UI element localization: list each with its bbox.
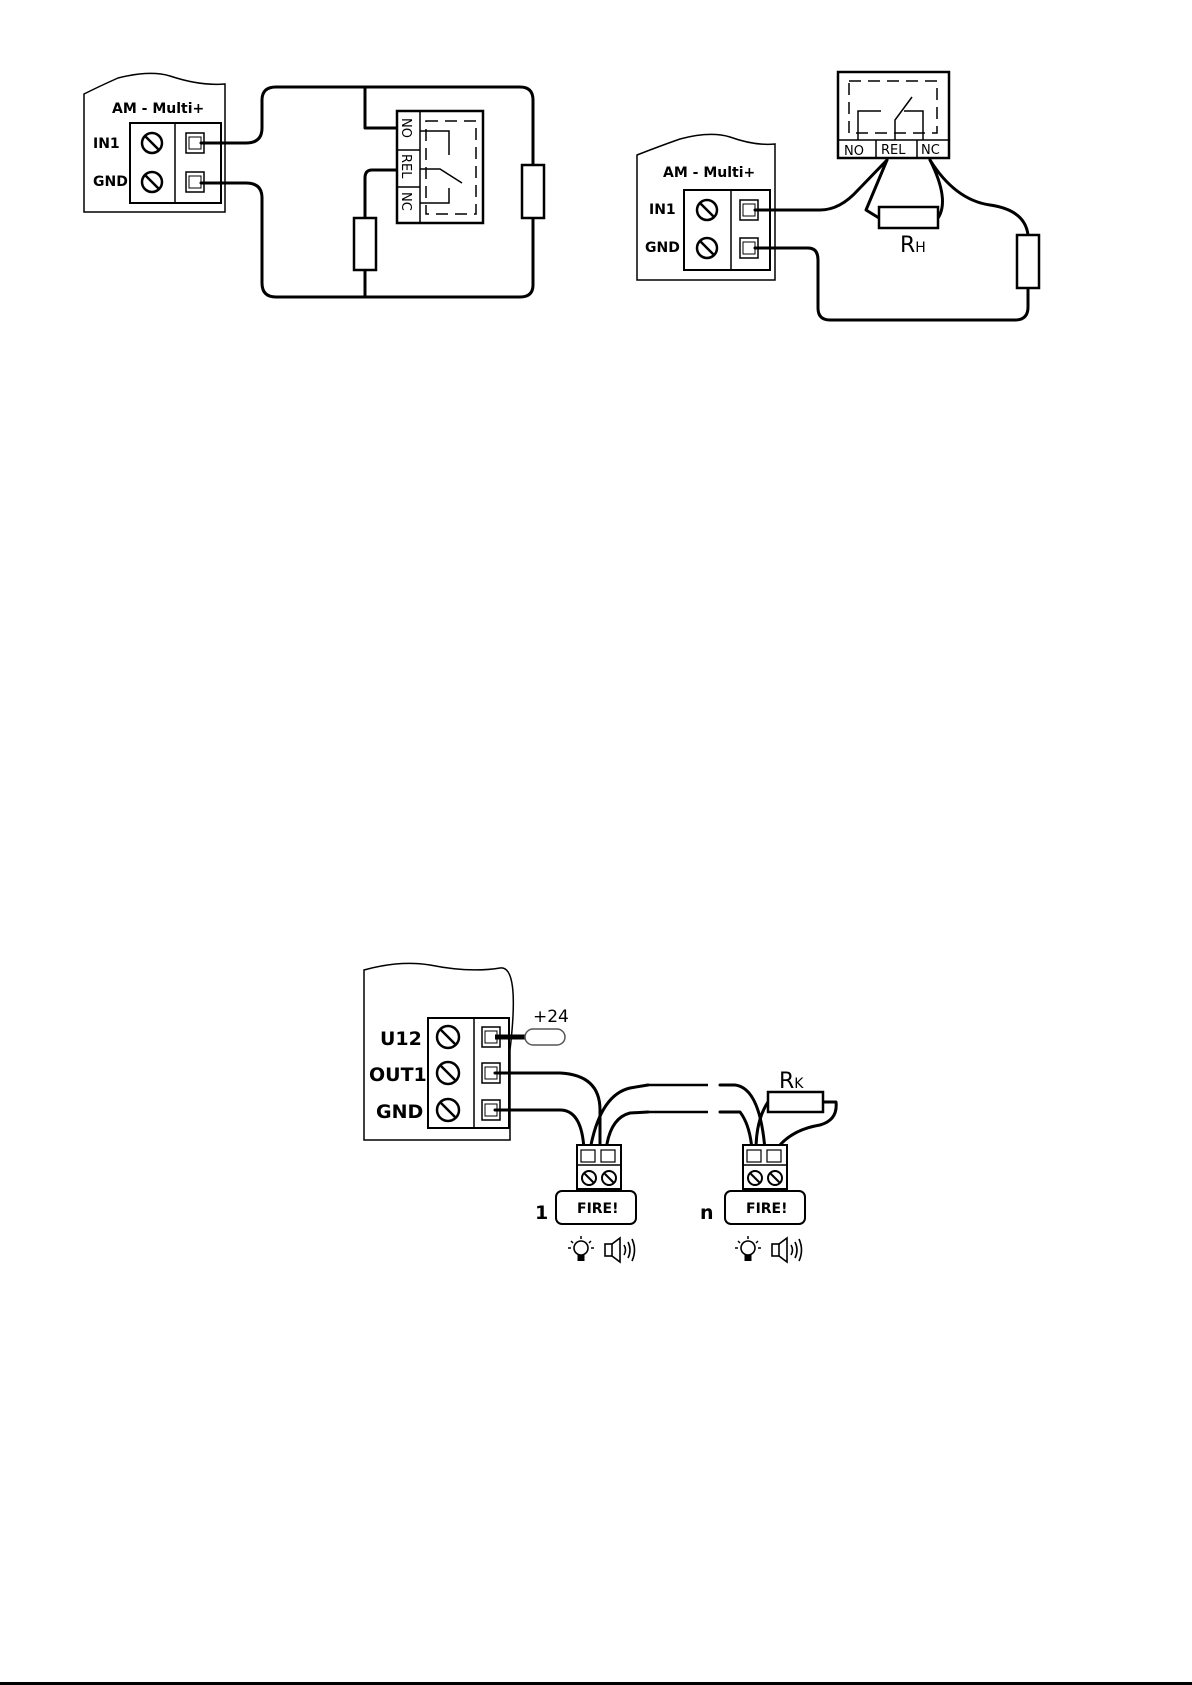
resistor (354, 218, 376, 270)
terminal-label-in1: IN1 (93, 136, 120, 152)
resistor (522, 165, 544, 218)
resistor-rk (768, 1092, 823, 1112)
resistor (1017, 235, 1039, 288)
device-index-1: 1 (535, 1202, 548, 1224)
terminal-label-gnd: GND (376, 1101, 423, 1123)
diagram-1: AM - Multi+ IN1 GND (84, 73, 544, 297)
wire (755, 248, 1028, 320)
terminal-label-u12: U12 (380, 1028, 422, 1050)
device-index-n: n (700, 1202, 714, 1224)
terminal-label-gnd: GND (93, 174, 128, 190)
wire (930, 160, 1028, 235)
relay-label-no: NO (398, 118, 413, 138)
light-bulb-icon (568, 1236, 594, 1261)
terminal-label-out1: OUT1 (369, 1064, 427, 1086)
supply-label: +24 (533, 1007, 569, 1027)
relay-label-nc: NC (398, 192, 413, 211)
diagram-2: AM - Multi+ IN1 GND NO REL (637, 72, 1039, 320)
wire (365, 87, 399, 128)
resistor-rh (879, 207, 938, 228)
resistor-label-rh: RH (900, 233, 926, 258)
relay-label-rel: REL (398, 154, 413, 179)
relay-label-rel: REL (881, 143, 906, 158)
supply-lead (525, 1029, 565, 1045)
wire (365, 170, 399, 218)
module-label: AM - Multi+ (112, 101, 204, 117)
resistor-label-rk: RK (779, 1069, 804, 1094)
speaker-icon (772, 1238, 802, 1262)
module-label: AM - Multi+ (663, 165, 755, 181)
relay-label-nc: NC (921, 143, 940, 158)
diagram-3: U12 OUT1 GND +24 (364, 963, 836, 1262)
fire-device-label: FIRE! (577, 1201, 619, 1217)
fire-device-label: FIRE! (746, 1201, 788, 1217)
light-bulb-icon (735, 1236, 761, 1261)
speaker-icon (605, 1238, 635, 1262)
terminal-label-in1: IN1 (649, 202, 676, 218)
terminal-label-gnd: GND (645, 240, 680, 256)
relay-label-no: NO (844, 144, 864, 159)
